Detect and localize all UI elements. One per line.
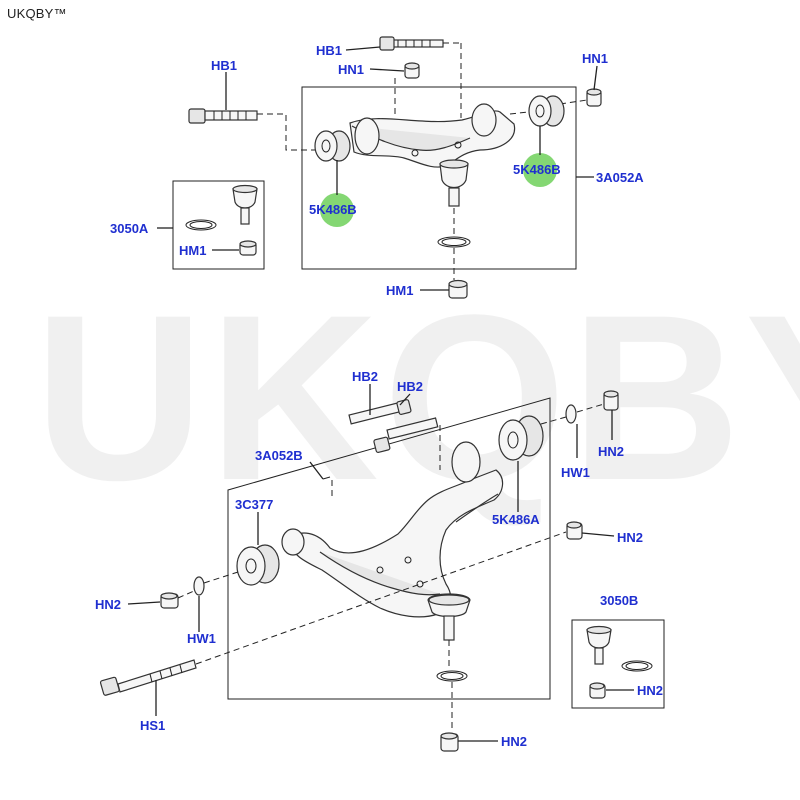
lower-balljoint-kit-box	[571, 619, 665, 709]
brand-logo-text: UKQBY™	[7, 6, 67, 21]
label-hn2-left: HN2	[95, 597, 121, 612]
lower-rear-bush-3c377	[236, 544, 280, 586]
upper-balljoint-kit-box	[172, 180, 265, 270]
label-hm1-lower: HM1	[386, 283, 413, 298]
lower-washer-hw1-right	[565, 404, 577, 424]
upper-top-bolt-hb1	[379, 36, 444, 51]
highlight-upper-left-bush	[320, 193, 354, 227]
lower-nut-hn2-bottom	[440, 732, 459, 752]
upper-left-bush-5k486b	[314, 130, 351, 162]
watermark: UKQBY™	[34, 266, 800, 530]
label-arm-lower: 3A052B	[255, 448, 303, 463]
lower-control-arm	[281, 441, 504, 618]
upper-snap-ring	[437, 236, 471, 248]
lower-washer-hw1-left	[193, 576, 205, 596]
upper-ball-joint	[439, 159, 469, 207]
label-hb1-top: HB1	[316, 43, 342, 58]
lower-ball-joint	[427, 593, 471, 641]
lower-front-bush-5k486a	[498, 415, 544, 461]
label-bush-lower-front: 5K486A	[492, 512, 540, 527]
label-hn1-top: HN1	[338, 62, 364, 77]
kit-nut-hn2	[589, 682, 606, 699]
label-hn2-kit: HN2	[637, 683, 663, 698]
label-hn2-mid: HN2	[617, 530, 643, 545]
label-hm1-inner: HM1	[179, 243, 206, 258]
kit-nut-hm1	[239, 240, 257, 256]
lower-bolt-hb2-a	[348, 399, 412, 425]
kit-ball-joint-upper	[232, 184, 258, 225]
label-hw1-left: HW1	[187, 631, 216, 646]
upper-top-nut-hn1	[404, 62, 420, 79]
label-bush-upper-right: 5K486B	[513, 162, 561, 177]
upper-lower-nut-hm1	[448, 279, 468, 299]
label-balljoint-lower-kit: 3050B	[600, 593, 638, 608]
label-hn2-right-top: HN2	[598, 444, 624, 459]
upper-assembly-box	[301, 86, 577, 270]
upper-control-arm	[349, 103, 516, 168]
lower-long-bolt-hs1	[99, 659, 197, 696]
label-balljoint-upper-kit: 3050A	[110, 221, 149, 236]
upper-right-bush-5k486b	[528, 95, 565, 127]
lower-nut-hn2-left	[160, 592, 179, 609]
lower-nut-hn2-mid	[566, 521, 583, 540]
lower-assembly-frame	[227, 397, 551, 700]
lower-snap-ring	[436, 670, 468, 682]
label-hb1-left: HB1	[211, 58, 237, 73]
upper-right-nut-hn1	[586, 88, 602, 107]
label-bush-upper-left: 5K486B	[309, 202, 357, 217]
highlight-upper-right-bush	[523, 153, 557, 187]
lower-nut-hn2-right-top	[603, 390, 619, 411]
kit-snap-ring-lower	[621, 660, 653, 672]
label-hb2-b: HB2	[397, 379, 423, 394]
label-hn2-bottom: HN2	[501, 734, 527, 749]
label-hs1: HS1	[140, 718, 165, 733]
label-arm-upper: 3A052A	[596, 170, 644, 185]
lower-bolt-hb2-b	[373, 417, 439, 453]
kit-ball-joint-lower	[586, 625, 612, 665]
label-hw1-right: HW1	[561, 465, 590, 480]
label-bush-lower-rear: 3C377	[235, 497, 273, 512]
upper-left-bolt-hb1	[188, 108, 258, 124]
label-hn1-right: HN1	[582, 51, 608, 66]
kit-snap-ring-upper	[185, 219, 217, 231]
label-hb2-a: HB2	[352, 369, 378, 384]
